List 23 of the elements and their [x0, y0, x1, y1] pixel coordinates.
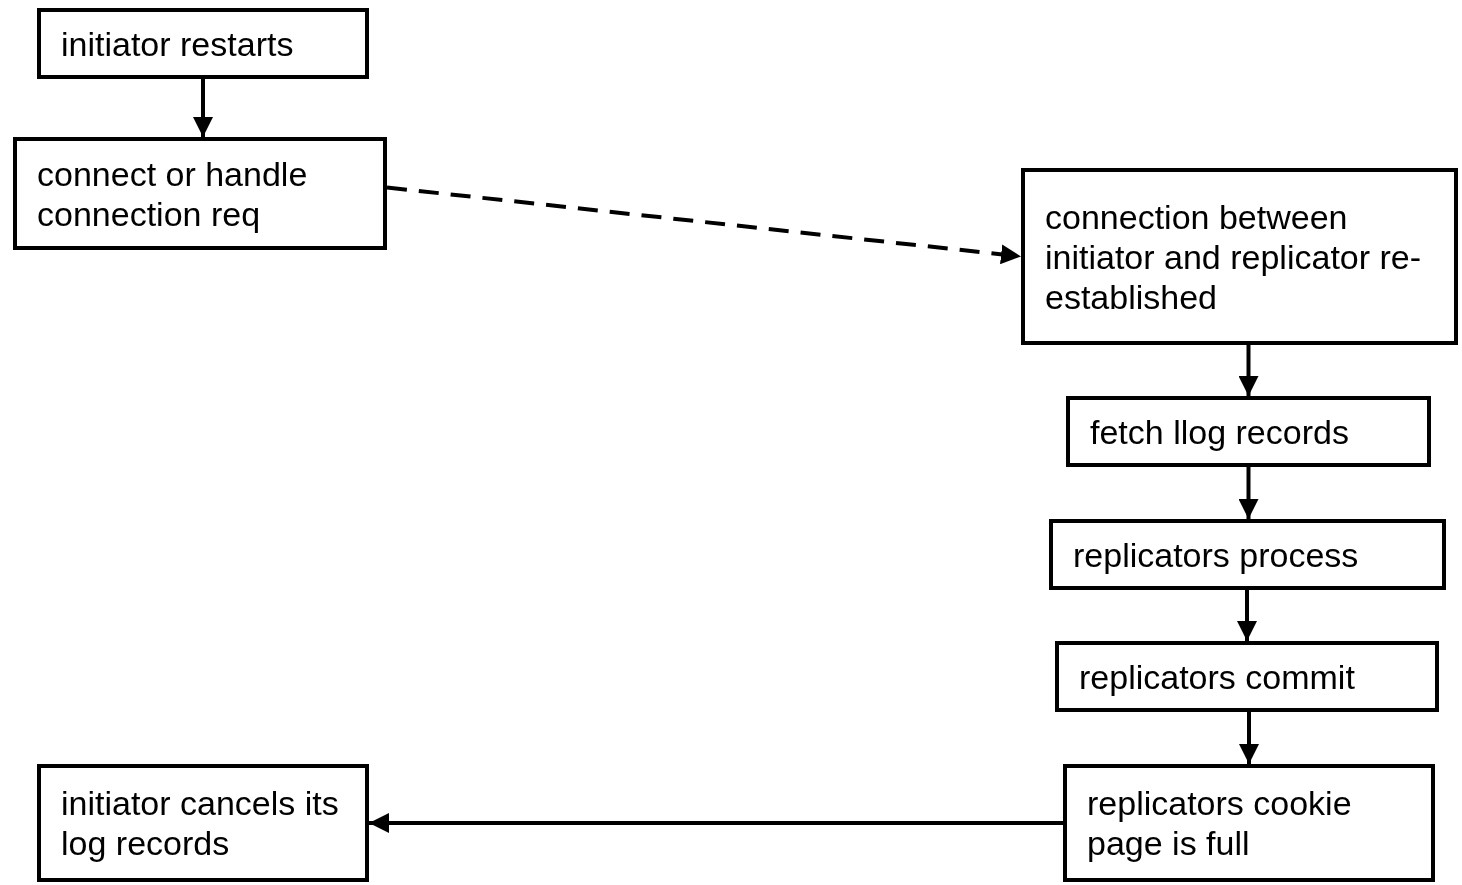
arrow — [1238, 345, 1259, 396]
box-label: connection between initiator and replicator re-established — [1045, 196, 1423, 317]
process-box — [37, 8, 369, 79]
box-label: initiator restarts — [61, 23, 295, 64]
process-box — [37, 764, 369, 882]
box-label: fetch llog records — [1090, 411, 1350, 452]
arrow — [1237, 590, 1257, 641]
process-box — [1063, 764, 1435, 882]
box-label: replicators cookie page is full — [1087, 783, 1353, 863]
box-label: initiator cancels its log records — [61, 783, 340, 863]
arrow — [193, 79, 213, 137]
arrow — [1238, 467, 1259, 519]
process-box — [13, 137, 387, 250]
process-box — [1055, 641, 1439, 712]
process-box — [1066, 396, 1431, 467]
process-box — [1049, 519, 1446, 590]
arrow — [369, 813, 1063, 833]
process-box — [1021, 168, 1458, 345]
arrow — [386, 185, 1022, 265]
box-label: connect or handle connection req — [37, 153, 309, 234]
arrow — [1239, 712, 1259, 764]
box-label: replicators process — [1073, 534, 1360, 575]
box-label: replicators commit — [1079, 656, 1356, 697]
